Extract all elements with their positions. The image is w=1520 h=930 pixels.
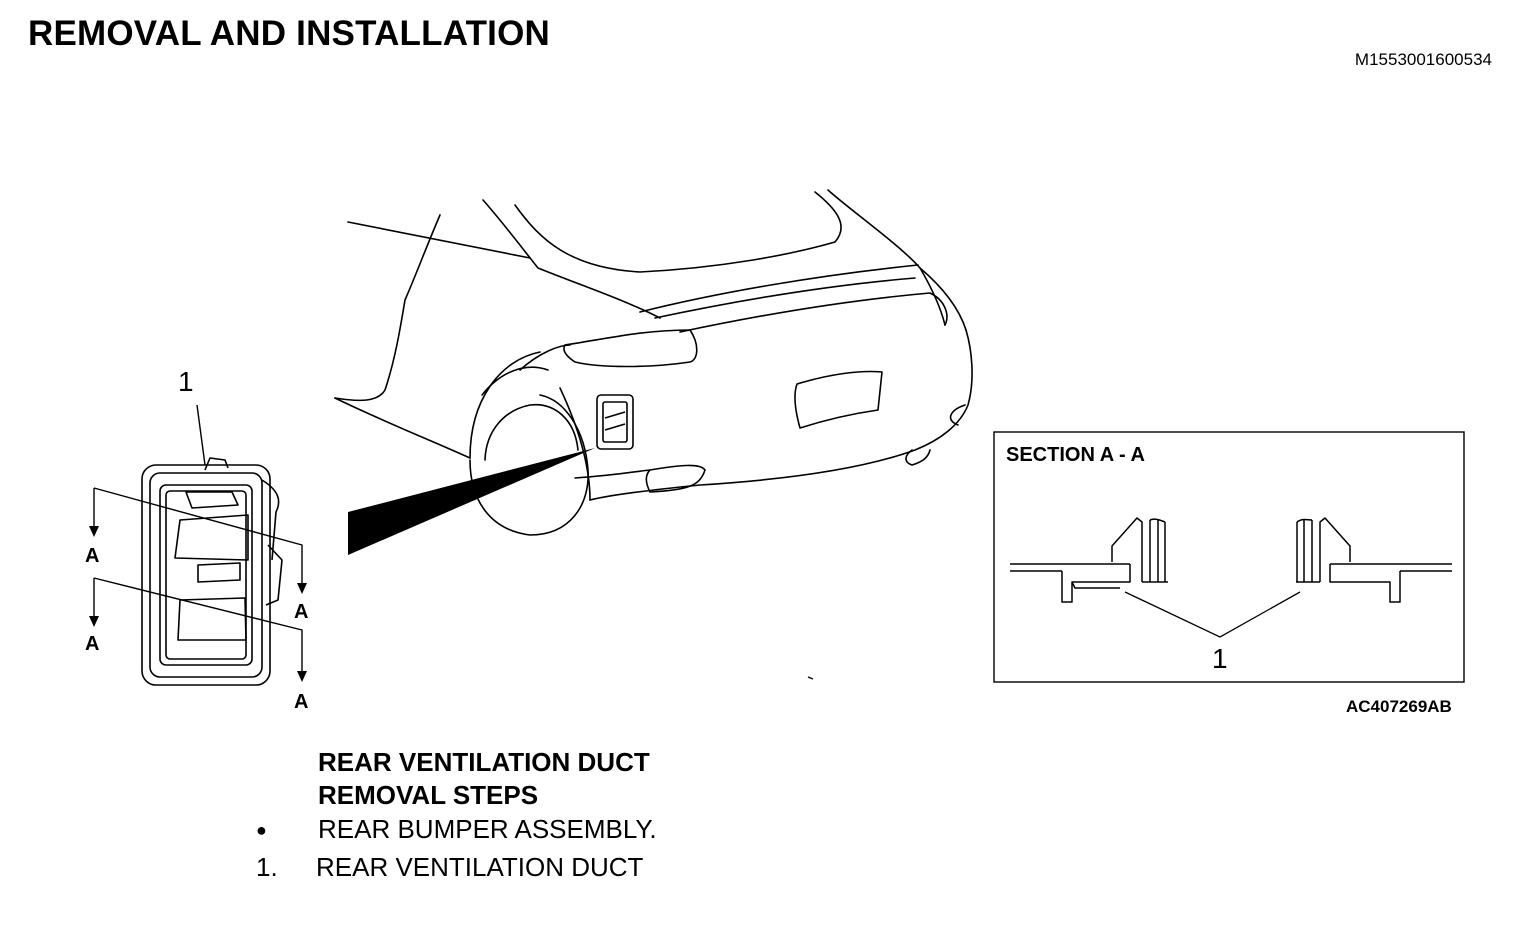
section-marker-a: A [294, 601, 308, 623]
figure-id: AC407269AB [1346, 697, 1452, 716]
installed-duct-location [596, 394, 634, 450]
section-marker-a: A [294, 691, 308, 713]
steps-subheading: REMOVAL STEPS [318, 780, 539, 810]
part-callout-leader [196, 404, 206, 466]
detail-pointer [348, 448, 595, 555]
section-arrowheads [89, 526, 307, 682]
section-profile [1010, 517, 1452, 603]
document-id: M1553001600534 [1354, 50, 1492, 69]
section-title: SECTION A - A [1006, 444, 1145, 466]
step-bullet: ● [256, 820, 267, 840]
step-text: REAR BUMPER ASSEMBLY. [318, 814, 657, 844]
section-view-box: SECTION A - A 1 [993, 431, 1465, 683]
vent-duct-detail [141, 457, 283, 686]
part-callout-number: 1 [178, 366, 194, 397]
car-rear-drawing [334, 189, 973, 536]
section-marker-a: A [85, 545, 99, 567]
section-callout-leaders [1124, 591, 1301, 638]
steps-heading: REAR VENTILATION DUCT [318, 747, 650, 777]
section-callout-number: 1 [1212, 643, 1228, 674]
step-text: REAR VENTILATION DUCT [316, 852, 644, 882]
section-cut-lines [93, 487, 303, 673]
section-marker-a: A [85, 633, 99, 655]
step-number: 1. [256, 852, 278, 882]
page-title: REMOVAL AND INSTALLATION [28, 14, 550, 53]
